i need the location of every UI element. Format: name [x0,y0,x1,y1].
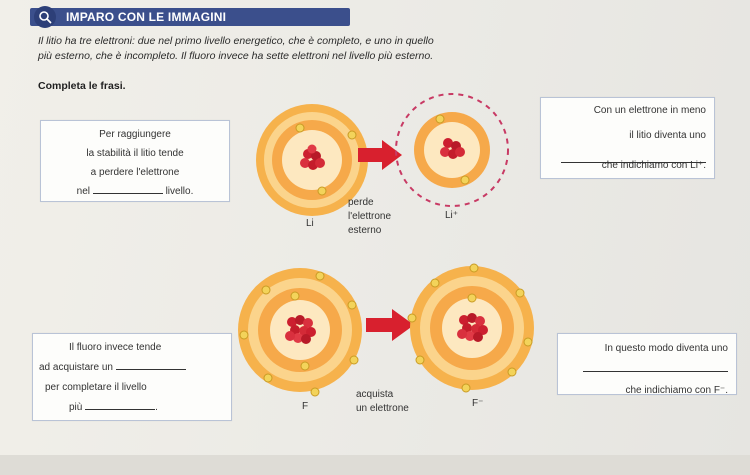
electron [261,285,271,295]
electron [347,300,357,310]
lost-shell-dashed [395,93,509,207]
arrow-caption-lithium: perde l'elettrone esterno [348,196,391,238]
header-badge [34,6,56,28]
lithium-ion-nucleus [440,138,465,159]
caption-line: esterno [348,225,382,236]
page-bottom-edge [0,455,750,475]
fill-in-blank[interactable] [561,152,706,163]
box-line: Con un elettrone in meno [593,105,706,116]
electron [317,186,327,196]
instruction: Completa le frasi. [38,80,126,92]
fluorine-question-box: Il fluoro invece tende ad acquistare un … [32,333,232,421]
lithium-symbol: Li [306,218,314,229]
lithium-ion [395,93,509,207]
electron [315,271,325,281]
box-line: che indichiamo con F⁻. [625,385,728,396]
box-line: nel livello. [41,182,229,201]
electron [467,293,477,303]
caption-line: l'elettrone [348,211,392,222]
intro-text: Il litio ha tre elettroni: due nel primo… [38,34,538,64]
electron [461,383,471,393]
electron [469,263,479,273]
box-text: più [69,402,83,413]
electron [295,123,305,133]
header-title: IMPARO CON LE IMMAGINI [66,10,227,24]
electron [349,355,359,365]
section-header [30,8,350,26]
fill-in-blank-line[interactable] [558,359,728,380]
lithium-nucleus [300,144,325,170]
box-line: a perdere l'elettrone [90,167,180,178]
fill-in-blank[interactable] [85,399,156,410]
box-text: il litio diventa uno [629,130,706,141]
fluorine-symbol: F [302,401,309,412]
electron [407,313,417,323]
electron [415,355,425,365]
electron [523,337,533,347]
box-line: che indichiamo con Li⁺. [601,160,706,171]
search-icon [39,11,52,24]
caption-line: un elettrone [356,403,409,414]
lithium-ion-symbol: Li⁺ [445,210,459,221]
box-line: più . [39,398,231,418]
box-text: livello. [165,186,194,197]
fill-in-blank[interactable] [115,359,186,370]
fluoride-ion-symbol: F⁻ [472,398,484,409]
box-line: il litio diventa uno [553,123,706,148]
electron [515,288,525,298]
electron [460,175,470,185]
electron [430,278,440,288]
fluoride-nucleus [457,313,488,342]
fluorine-nucleus [285,315,316,344]
fill-in-blank[interactable] [92,183,163,194]
lithium-atom [256,104,368,216]
fluorine-answer-box: In questo modo diventa uno che indichiam… [557,333,737,396]
electron [300,361,310,371]
electron [435,114,445,124]
fill-in-blank[interactable] [583,361,728,372]
electron [347,130,357,140]
box-line: Il fluoro invece tende [69,342,162,353]
electron [507,367,517,377]
box-text: nel [76,186,90,197]
electron [290,291,300,301]
box-line: la stabilità il litio tende [86,148,184,159]
box-line: Per raggiungere [99,129,171,140]
electron [263,373,273,383]
box-line: In questo modo diventa uno [604,343,728,354]
lithium-answer-box: Con un elettrone in meno il litio divent… [540,97,715,179]
caption-line: perde [348,197,374,208]
intro-line: più esterno, che è incompleto. Il fluoro… [38,50,434,62]
box-text: . [155,402,158,413]
fluorine-atom [238,268,362,397]
caption-line: acquista [356,389,394,400]
box-text: ad acquistare un [39,362,113,373]
fluoride-ion [407,263,534,393]
electron [239,330,249,340]
lithium-question-box: Per raggiungere la stabilità il litio te… [40,120,230,202]
box-line: per completare il livello [45,382,147,393]
intro-line: Il litio ha tre elettroni: due nel primo… [38,35,434,47]
arrow-lose-electron [358,140,402,170]
arrow-gain-electron [366,309,414,341]
fill-in-blank-line[interactable] [553,148,706,173]
arrow-caption-fluorine: acquista un elettrone [356,388,409,416]
electron [310,387,320,397]
box-line: ad acquistare un [39,358,231,378]
lithium-core-area [282,130,342,190]
